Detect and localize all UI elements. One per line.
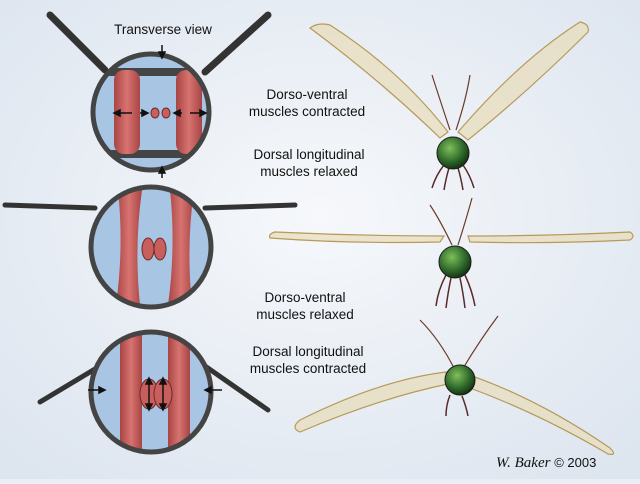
label-line: Dorsal longitudinal: [228, 343, 388, 360]
wing-base-right: [205, 205, 295, 208]
head: [445, 365, 475, 395]
dv-contracted-label: Dorso-ventral muscles contracted: [232, 86, 382, 120]
label-line: muscles contracted: [232, 103, 382, 120]
transverse-view-label: Transverse view: [88, 21, 238, 38]
dl-relaxed-label: Dorsal longitudinal muscles relaxed: [229, 146, 389, 180]
label-line: Dorso-ventral: [232, 86, 382, 103]
dorso-ventral-muscle-left: [120, 330, 142, 455]
label-line: Dorso-ventral: [230, 289, 380, 306]
label-line: muscles relaxed: [230, 306, 380, 323]
wing-base-left: [5, 205, 95, 208]
head: [437, 137, 469, 169]
label-line: Dorsal longitudinal: [229, 146, 389, 163]
label-line: muscles contracted: [228, 360, 388, 377]
longitudinal-muscle-a: [151, 108, 159, 118]
longitudinal-muscle-b: [154, 238, 166, 260]
artist-name: W. Baker: [496, 455, 550, 471]
longitudinal-muscle-a: [142, 238, 154, 260]
artist-credit: W. Baker © 2003: [496, 455, 596, 472]
credit-year: © 2003: [554, 455, 596, 470]
head: [439, 246, 471, 278]
longitudinal-muscle-b: [162, 108, 170, 118]
label-line: muscles relaxed: [229, 163, 389, 180]
dv-relaxed-label: Dorso-ventral muscles relaxed: [230, 289, 380, 323]
dl-contracted-label: Dorsal longitudinal muscles contracted: [228, 343, 388, 377]
